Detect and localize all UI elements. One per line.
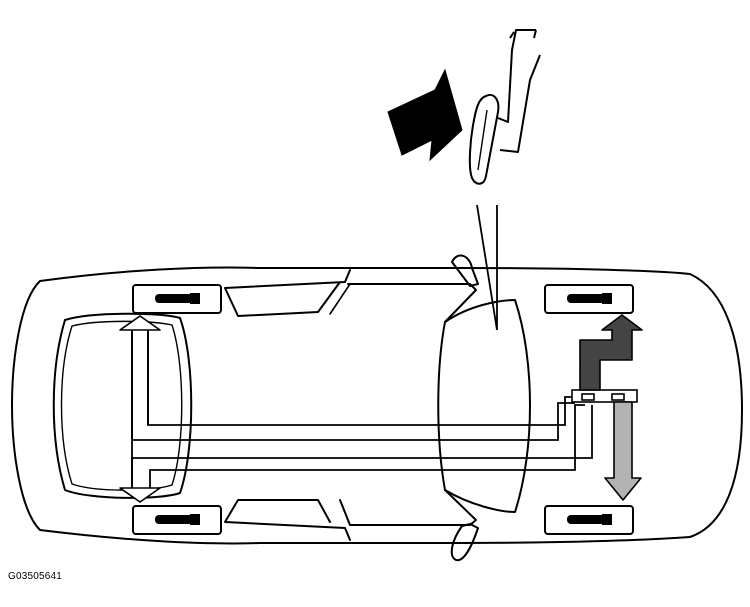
front-circuit-arrow [579, 314, 643, 391]
rear-line-arrowhead-bottom [119, 487, 161, 503]
mirror-bottom [450, 523, 479, 562]
caliper-front-right [567, 515, 607, 524]
side-window-bottom [224, 499, 351, 541]
wheel-rear-right [132, 505, 222, 535]
wheel-front-right [544, 505, 634, 535]
mirror-top [451, 254, 479, 287]
wheel-front-left [544, 284, 634, 314]
brake-pedal-arm [497, 29, 541, 153]
side-window-top-front [347, 283, 477, 323]
windshield [437, 299, 531, 513]
caliper-rear-left [155, 294, 195, 303]
rear-line-arrowhead-top [119, 315, 161, 331]
figure-id-label: G03505641 [8, 571, 63, 582]
rear-window [52, 312, 193, 499]
rear-circuit-arrow [604, 401, 642, 501]
rear-window-inner [60, 320, 183, 491]
caliper-rear-right [155, 515, 195, 524]
pedal-pointer-lines [476, 204, 498, 331]
pedal-force-arrow-icon [387, 68, 463, 162]
caliper-front-left [567, 294, 607, 303]
brake-line-rear-loop [131, 330, 575, 441]
wheel-rear-left [132, 284, 222, 314]
brake-pedal-icon [468, 94, 500, 185]
side-window-top [224, 269, 351, 317]
car-body-outline [11, 266, 743, 545]
